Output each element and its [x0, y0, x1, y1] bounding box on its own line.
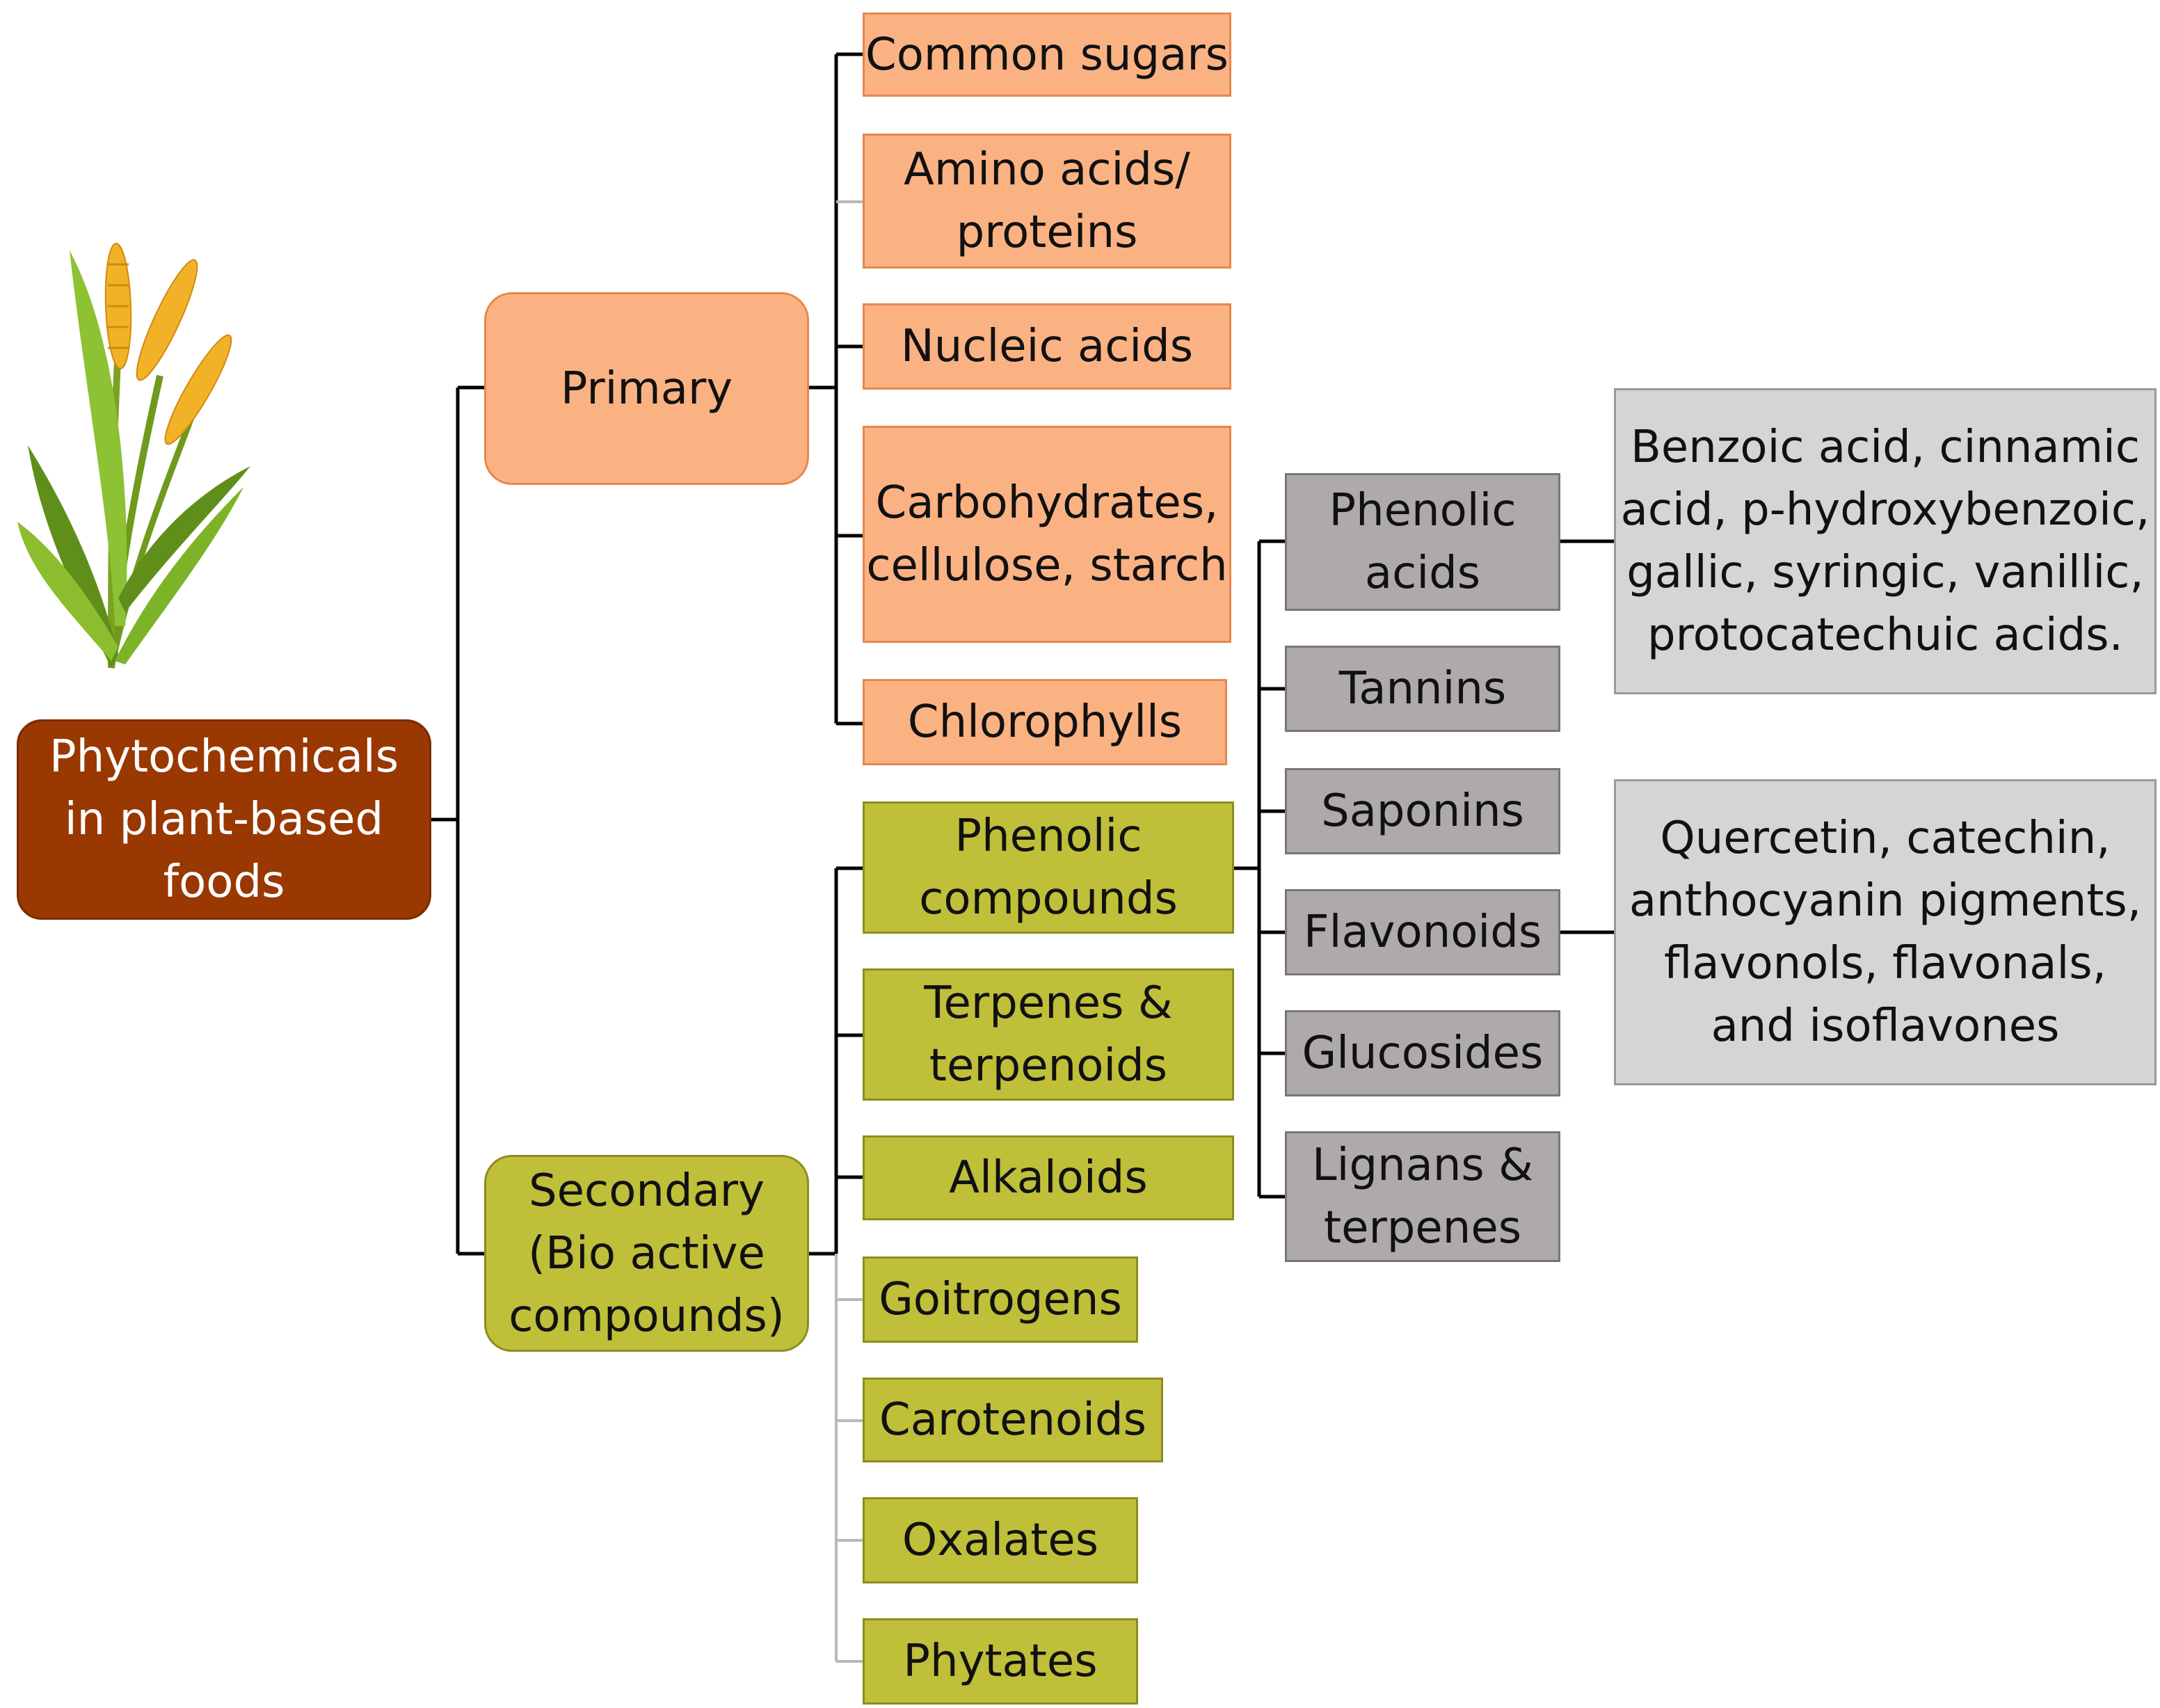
secondary-item-carotenoids: Carotenoids [863, 1378, 1163, 1462]
detail-flavonoids: Quercetin, catechin, anthocyanin pigment… [1614, 779, 2157, 1085]
primary-item-common-sugars: Common sugars [863, 13, 1231, 97]
secondary-item-terpenes: Terpenes & terpenoids [863, 968, 1234, 1101]
phenolic-item-saponins: Saponins [1285, 768, 1560, 854]
secondary-item-goitrogens: Goitrogens [863, 1256, 1138, 1343]
secondary-item-phytates: Phytates [863, 1618, 1138, 1705]
primary-item-nucleic-acids: Nucleic acids [863, 303, 1231, 390]
detail-phenolic-acids: Benzoic acid, cinnamic acid, p-hydroxybe… [1614, 388, 2157, 694]
primary-node: Primary [484, 292, 809, 485]
secondary-item-oxalates: Oxalates [863, 1497, 1138, 1583]
phenolic-item-glucosides: Glucosides [1285, 1010, 1560, 1096]
phenolic-item-lignans: Lignans & terpenes [1285, 1131, 1560, 1262]
secondary-item-alkaloids: Alkaloids [863, 1135, 1234, 1220]
phenolic-item-phenolic-acids: Phenolic acids [1285, 473, 1560, 611]
primary-item-chlorophylls: Chlorophylls [863, 679, 1227, 765]
phenolic-item-tannins: Tannins [1285, 646, 1560, 732]
wheat-plant-icon [17, 243, 250, 669]
secondary-item-phenolic-compounds: Phenolic compounds [863, 801, 1234, 934]
root-phytochemicals: Phytochemicals in plant-based foods [17, 719, 431, 920]
secondary-node: Secondary (Bio active compounds) [484, 1155, 809, 1352]
phenolic-item-flavonoids: Flavonoids [1285, 889, 1560, 975]
primary-item-amino-acids: Amino acids/ proteins [863, 134, 1231, 269]
primary-item-carbohydrates: Carbohydrates, cellulose, starch [863, 426, 1231, 643]
